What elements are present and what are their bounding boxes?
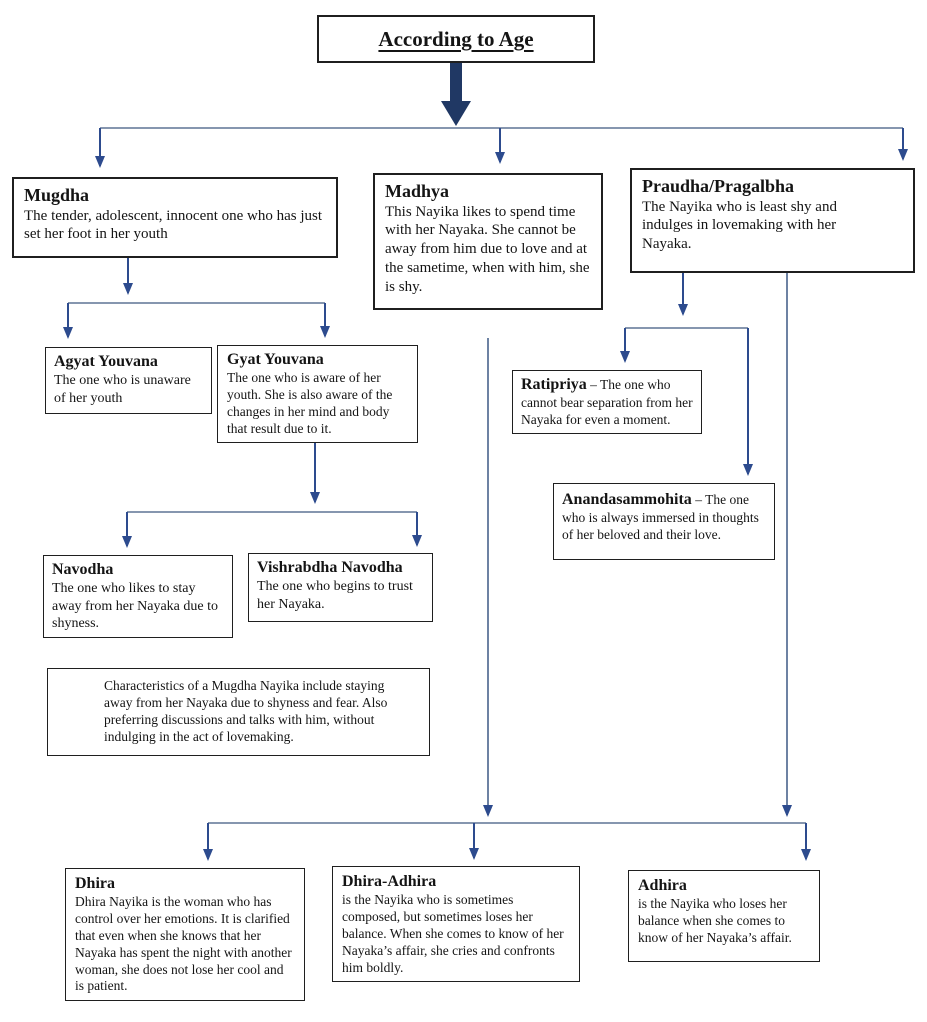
node-body: The one who begins to trust her Nayaka.	[257, 579, 413, 612]
node-title: Anandasammohita	[562, 491, 692, 508]
node-title: Mugdha	[24, 185, 90, 205]
node-title: Madhya	[385, 181, 450, 201]
node-title: Navodha	[52, 561, 114, 578]
page-title-text: According to Age	[378, 26, 534, 51]
title-down-arrow	[441, 63, 471, 126]
node-body: This Nayika likes to spend time with her…	[385, 203, 590, 295]
node-agyat-youvana: Agyat Youvana The one who is unaware of …	[45, 347, 212, 414]
node-body-text: The one who is always immersed in though…	[562, 492, 759, 542]
node-title: Praudha/Pragalbha	[642, 176, 795, 196]
node-body: The one who is aware of her youth. She i…	[227, 370, 393, 436]
node-vishrabdha-navodha: Vishrabdha Navodha The one who begins to…	[248, 553, 433, 622]
node-title: Ratipriya	[521, 376, 587, 393]
node-separator: –	[586, 377, 601, 392]
node-body-text: The one who cannot bear separation from …	[521, 377, 693, 427]
node-body: Ratipriya – The one who cannot bear sepa…	[521, 375, 693, 429]
node-gyat-youvana: Gyat Youvana The one who is aware of her…	[217, 345, 418, 443]
node-body: is the Nayika who is sometimes composed,…	[342, 892, 564, 975]
node-title: Dhira	[75, 875, 115, 892]
node-body: is the Nayika who loses her balance when…	[638, 896, 792, 945]
node-dhira-adhira: Dhira-Adhira is the Nayika who is someti…	[332, 866, 580, 983]
node-dhira: Dhira Dhira Nayika is the woman who has …	[65, 868, 305, 1002]
node-title: Adhira	[638, 877, 687, 894]
node-separator: –	[691, 492, 706, 507]
note-body: Characteristics of a Mugdha Nayika inclu…	[104, 678, 388, 744]
node-title: Gyat Youvana	[227, 351, 324, 368]
page-title: According to Age	[317, 15, 595, 63]
node-title: Dhira-Adhira	[342, 873, 437, 890]
node-body: The Nayika who is least shy and indulges…	[642, 198, 837, 253]
node-anandasammohita: Anandasammohita – The one who is always …	[553, 483, 775, 560]
node-body: The one who is unaware of her youth	[54, 373, 191, 406]
node-title: Agyat Youvana	[54, 353, 158, 370]
node-body: The tender, adolescent, innocent one who…	[24, 207, 323, 243]
node-title: Vishrabdha Navodha	[257, 559, 403, 576]
mugdha-characteristics-note: Characteristics of a Mugdha Nayika inclu…	[47, 668, 430, 756]
node-adhira: Adhira is the Nayika who loses her balan…	[628, 870, 820, 962]
node-ratipriya: Ratipriya – The one who cannot bear sepa…	[512, 370, 702, 434]
node-body: Anandasammohita – The one who is always …	[562, 490, 766, 544]
node-praudha-pragalbha: Praudha/Pragalbha The Nayika who is leas…	[630, 168, 915, 273]
node-mugdha: Mugdha The tender, adolescent, innocent …	[12, 177, 338, 258]
node-body: The one who likes to stay away from her …	[52, 581, 218, 631]
node-body: Dhira Nayika is the woman who has contro…	[75, 894, 292, 994]
node-madhya: Madhya This Nayika likes to spend time w…	[373, 173, 603, 310]
node-navodha: Navodha The one who likes to stay away f…	[43, 555, 233, 638]
